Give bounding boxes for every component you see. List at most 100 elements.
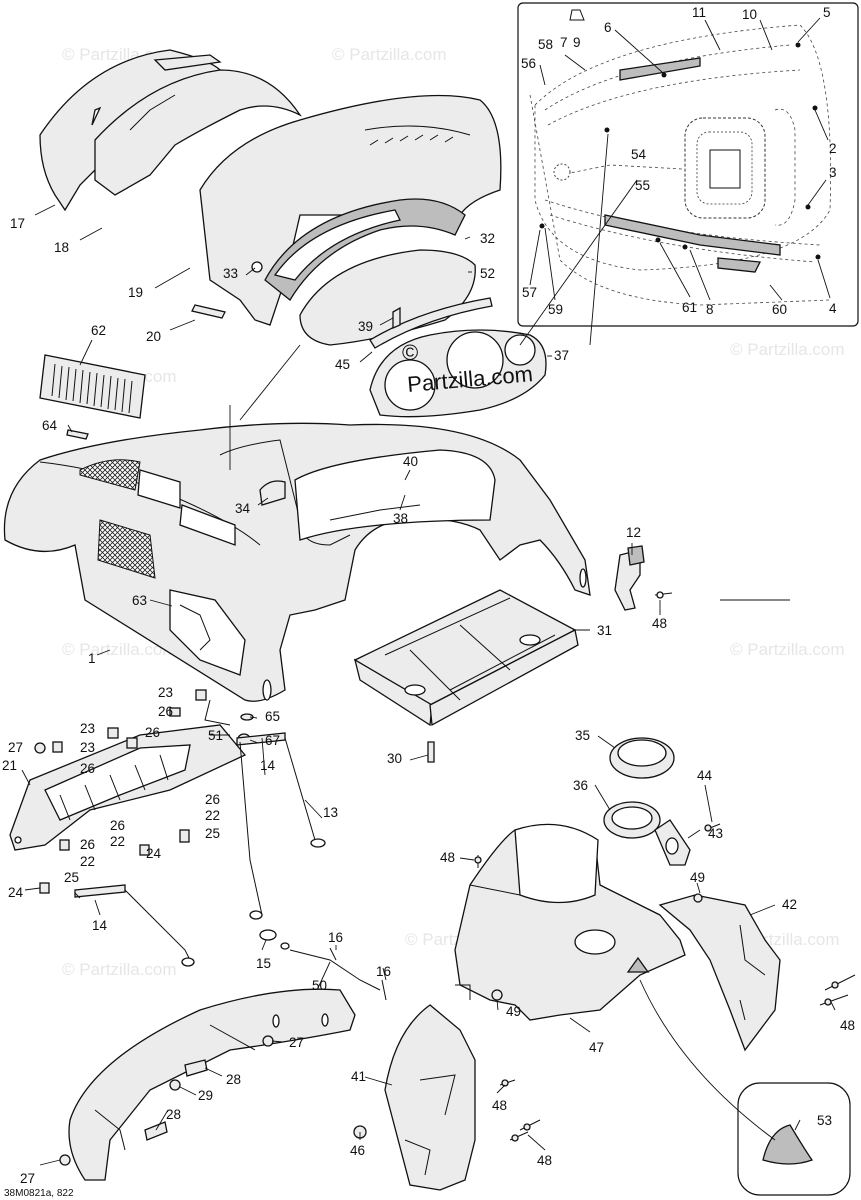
- watermark-text: © Partzilla.com: [332, 45, 447, 64]
- callout-5: 5: [823, 5, 831, 20]
- callout-48-e: 48: [537, 1153, 552, 1168]
- callout-26-e: 26: [110, 818, 125, 833]
- callout-48-c: 48: [840, 1018, 855, 1033]
- callout-9: 9: [573, 35, 581, 50]
- callout-24-b: 24: [8, 885, 24, 900]
- callout-16-lower: 16: [376, 964, 391, 979]
- callout-31: 31: [597, 623, 612, 638]
- callout-64: 64: [42, 418, 58, 433]
- bracket-12: [614, 545, 673, 611]
- callout-13: 13: [323, 805, 338, 820]
- callout-19: 19: [128, 285, 143, 300]
- callout-18: 18: [54, 240, 69, 255]
- vent-grille: [39, 354, 146, 440]
- support-frame: [9, 699, 247, 851]
- callout-65: 65: [265, 709, 280, 724]
- callout-47: 47: [589, 1040, 604, 1055]
- small-screws: [353, 855, 856, 1142]
- callout-48-b: 48: [440, 850, 455, 865]
- callout-14-upper: 14: [260, 758, 276, 773]
- lower-housing: [454, 823, 686, 1021]
- inset-detail-view: [517, 2, 859, 327]
- callout-7: 7: [560, 35, 568, 50]
- callout-51: 51: [208, 728, 223, 743]
- callout-59: 59: [548, 302, 563, 317]
- watermark-text: © Partzilla.com: [62, 960, 177, 979]
- side-panel-right: [658, 894, 781, 1052]
- callout-26-f: 26: [80, 837, 95, 852]
- callout-26-b: 26: [145, 725, 160, 740]
- callout-15: 15: [256, 956, 271, 971]
- callout-40: 40: [403, 454, 418, 469]
- callout-49-b: 49: [506, 1004, 521, 1019]
- callout-43: 43: [708, 826, 723, 841]
- gauge-bezel: [369, 297, 547, 418]
- callout-25-b: 25: [64, 870, 79, 885]
- copyright-icon: ©: [402, 340, 418, 365]
- plate-43: [654, 819, 721, 866]
- side-panel-left: [384, 1004, 476, 1191]
- tray: [353, 589, 579, 763]
- callout-36: 36: [573, 778, 588, 793]
- callout-46: 46: [350, 1143, 365, 1158]
- callout-30: 30: [387, 751, 402, 766]
- callout-54: 54: [631, 147, 647, 162]
- callout-62: 62: [91, 323, 106, 338]
- callout-27-a: 27: [8, 740, 23, 755]
- inset-circle-53: [737, 1082, 851, 1196]
- callout-26-a: 26: [158, 704, 173, 719]
- callout-20: 20: [146, 329, 161, 344]
- callout-24-a: 24: [146, 846, 162, 861]
- callout-45: 45: [335, 357, 350, 372]
- callout-26-c: 26: [80, 761, 95, 776]
- callout-48-a: 48: [652, 616, 667, 631]
- callout-58: 58: [538, 37, 553, 52]
- callout-22-c: 22: [80, 854, 95, 869]
- callout-16-upper: 16: [328, 930, 343, 945]
- callout-63: 63: [132, 593, 147, 608]
- watermark-text: © Partzilla.com: [62, 640, 177, 659]
- callout-52: 52: [480, 266, 495, 281]
- small-hardware-top: [191, 261, 263, 319]
- callout-28-b: 28: [166, 1107, 181, 1122]
- callout-48-d: 48: [492, 1098, 507, 1113]
- callout-42: 42: [782, 897, 797, 912]
- figure-reference: 38M0821a, 822: [4, 1188, 74, 1199]
- callout-21: 21: [2, 758, 17, 773]
- callout-32: 32: [480, 231, 495, 246]
- callout-28-a: 28: [226, 1072, 241, 1087]
- leader-lines: [21, 17, 836, 1166]
- callout-55: 55: [635, 178, 650, 193]
- callout-3: 3: [829, 165, 837, 180]
- callout-34: 34: [235, 501, 251, 516]
- callout-57: 57: [522, 285, 537, 300]
- callout-27-c: 27: [20, 1171, 35, 1186]
- callout-49-a: 49: [690, 870, 705, 885]
- callout-61: 61: [682, 300, 697, 315]
- callout-22-a: 22: [205, 808, 220, 823]
- springs-and-cables: [74, 732, 387, 1001]
- watermark-text: © Partzilla.com: [730, 340, 845, 359]
- callout-11: 11: [692, 5, 706, 20]
- callout-1: 1: [88, 651, 96, 666]
- callout-4: 4: [829, 301, 837, 316]
- main-console: [3, 422, 591, 702]
- callout-33: 33: [223, 266, 238, 281]
- callout-12: 12: [626, 525, 641, 540]
- callout-67: 67: [265, 733, 280, 748]
- frame-fasteners: [34, 689, 254, 894]
- callout-10: 10: [742, 7, 757, 22]
- filler-rings: [603, 737, 675, 839]
- callout-23-a: 23: [158, 685, 173, 700]
- callout-35: 35: [575, 728, 590, 743]
- front-bumper: [59, 988, 356, 1181]
- callout-14-lower: 14: [92, 918, 108, 933]
- callout-29: 29: [198, 1088, 213, 1103]
- callout-23-b: 23: [80, 721, 95, 736]
- callout-labels: 1 2 3 4 5 6 7 8 9 10 11 12 13 14 14 15 1…: [2, 5, 855, 1186]
- callout-53: 53: [817, 1113, 832, 1128]
- callout-6: 6: [604, 20, 612, 35]
- callout-37: 37: [554, 348, 569, 363]
